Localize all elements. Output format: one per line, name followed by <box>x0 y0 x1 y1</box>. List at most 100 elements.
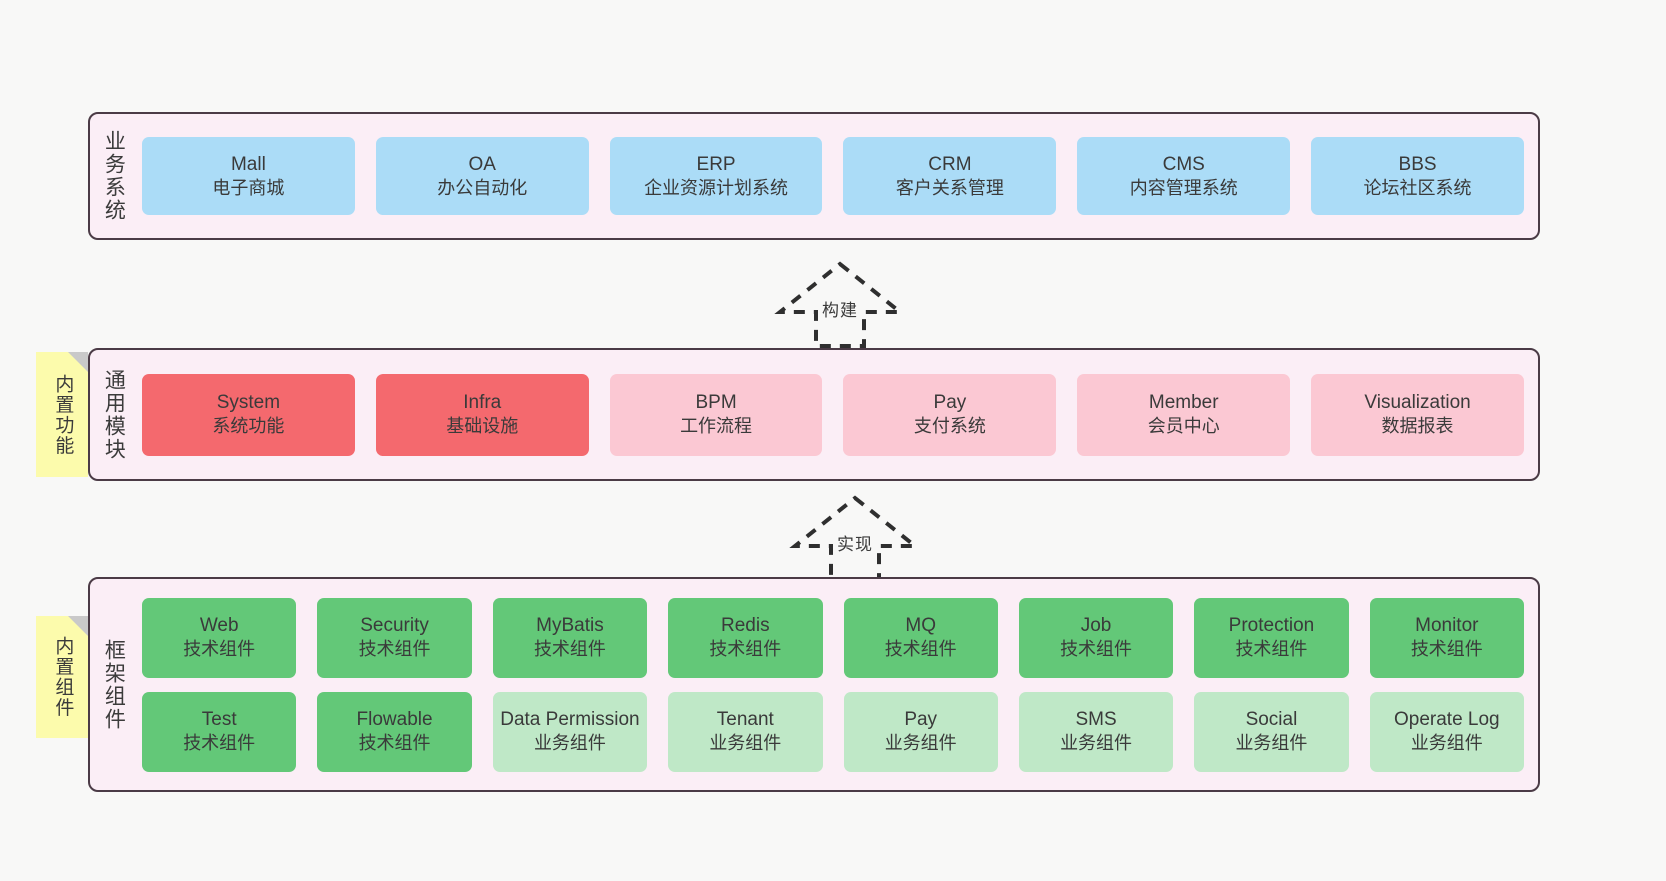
node-visualization-en: Visualization <box>1364 392 1471 414</box>
business-node-row: Mall 电子商城 OA 办公自动化 ERP 企业资源计划系统 CRM 客户关系… <box>142 137 1524 215</box>
node-data-permission-en: Data Permission <box>500 709 640 731</box>
node-cms-en: CMS <box>1162 153 1205 175</box>
node-visualization-cn: 数据报表 <box>1381 416 1454 437</box>
node-mall-en: Mall <box>230 153 266 175</box>
node-member-cn: 会员中心 <box>1147 416 1220 437</box>
node-member-en: Member <box>1148 392 1219 414</box>
note-builtin-component-label: 内置组件 <box>52 636 74 718</box>
node-tenant-cn: 业务组件 <box>709 733 782 754</box>
node-protection-cn: 技术组件 <box>1235 639 1308 660</box>
node-security[interactable]: Security 技术组件 <box>317 597 472 678</box>
node-test-en: Test <box>201 709 237 731</box>
node-pay-module[interactable]: Pay 支付系统 <box>843 373 1057 456</box>
node-test-cn: 技术组件 <box>183 733 256 754</box>
node-data-permission-cn: 业务组件 <box>533 733 606 754</box>
node-sms-cn: 业务组件 <box>1060 733 1133 754</box>
node-protection-en: Protection <box>1228 615 1315 637</box>
node-data-permission[interactable]: Data Permission 业务组件 <box>492 691 648 772</box>
node-flowable[interactable]: Flowable 技术组件 <box>317 691 472 772</box>
node-pay-module-en: Pay <box>933 392 967 414</box>
node-monitor-en: Monitor <box>1415 615 1479 637</box>
node-tenant-en: Tenant <box>716 709 774 731</box>
node-pay-component[interactable]: Pay 业务组件 <box>843 691 998 772</box>
node-operate-log[interactable]: Operate Log 业务组件 <box>1369 691 1524 772</box>
node-crm-en: CRM <box>928 153 972 175</box>
node-mybatis[interactable]: MyBatis 技术组件 <box>492 597 648 678</box>
node-web[interactable]: Web 技术组件 <box>142 597 297 678</box>
node-bpm[interactable]: BPM 工作流程 <box>609 373 823 456</box>
node-mq-en: MQ <box>905 615 936 637</box>
node-job-cn: 技术组件 <box>1060 639 1133 660</box>
node-system[interactable]: System 系统功能 <box>142 373 355 456</box>
node-oa-en: OA <box>468 153 496 175</box>
connector-build-label: 构建 <box>822 301 858 320</box>
node-mybatis-en: MyBatis <box>536 615 604 637</box>
node-crm-cn: 客户关系管理 <box>895 177 1004 198</box>
connector-implement-arrow: 实现 <box>775 492 935 584</box>
node-infra-cn: 基础设施 <box>446 416 519 437</box>
node-mybatis-cn: 技术组件 <box>533 639 606 660</box>
layer-framework-component: 框架组件 Web 技术组件 Security 技术组件 MyBatis 技术组件… <box>88 577 1540 792</box>
node-mall-cn: 电子商城 <box>212 177 285 198</box>
framework-business-row: Test 技术组件 Flowable 技术组件 Data Permission … <box>142 691 1524 772</box>
node-mall[interactable]: Mall 电子商城 <box>142 137 355 215</box>
layer-framework-title: 框架组件 <box>102 638 126 731</box>
node-monitor-cn: 技术组件 <box>1410 639 1483 660</box>
connector-implement-label: 实现 <box>837 535 873 554</box>
note-builtin-function: 内置功能 <box>36 352 88 477</box>
note-fold-corner-icon <box>68 352 88 372</box>
node-member[interactable]: Member 会员中心 <box>1077 373 1291 456</box>
note-builtin-function-label: 内置功能 <box>52 373 74 456</box>
node-test[interactable]: Test 技术组件 <box>142 691 297 772</box>
node-monitor[interactable]: Monitor 技术组件 <box>1369 597 1524 678</box>
node-tenant[interactable]: Tenant 业务组件 <box>668 691 823 772</box>
node-bbs[interactable]: BBS 论坛社区系统 <box>1311 137 1524 215</box>
note-fold-corner-icon <box>68 616 88 636</box>
node-job[interactable]: Job 技术组件 <box>1018 597 1174 678</box>
node-social-cn: 业务组件 <box>1235 733 1308 754</box>
node-social-en: Social <box>1245 709 1298 731</box>
node-social[interactable]: Social 业务组件 <box>1194 691 1349 772</box>
node-cms-cn: 内容管理系统 <box>1129 177 1238 198</box>
common-node-row: System 系统功能 Infra 基础设施 BPM 工作流程 Pay 支付系统… <box>142 373 1524 456</box>
node-protection[interactable]: Protection 技术组件 <box>1194 597 1349 678</box>
layer-business-body: Mall 电子商城 OA 办公自动化 ERP 企业资源计划系统 CRM 客户关系… <box>136 114 1538 238</box>
node-erp[interactable]: ERP 企业资源计划系统 <box>609 137 823 215</box>
node-bbs-en: BBS <box>1398 153 1437 175</box>
node-erp-cn: 企业资源计划系统 <box>644 177 789 198</box>
node-erp-en: ERP <box>696 153 736 175</box>
node-visualization[interactable]: Visualization 数据报表 <box>1311 373 1524 456</box>
node-mq[interactable]: MQ 技术组件 <box>843 597 998 678</box>
node-security-en: Security <box>360 615 429 637</box>
node-crm[interactable]: CRM 客户关系管理 <box>843 137 1057 215</box>
node-infra[interactable]: Infra 基础设施 <box>375 373 589 456</box>
node-oa[interactable]: OA 办公自动化 <box>375 137 589 215</box>
node-redis-cn: 技术组件 <box>709 639 782 660</box>
dashed-up-arrow-icon <box>774 261 906 348</box>
node-flowable-en: Flowable <box>356 709 433 731</box>
layer-framework-body: Web 技术组件 Security 技术组件 MyBatis 技术组件 Redi… <box>136 579 1538 790</box>
node-web-en: Web <box>199 615 239 637</box>
node-cms[interactable]: CMS 内容管理系统 <box>1077 137 1291 215</box>
node-pay-module-cn: 支付系统 <box>913 416 986 437</box>
node-operate-log-en: Operate Log <box>1393 709 1500 731</box>
node-oa-cn: 办公自动化 <box>437 177 528 198</box>
layer-business-title: 业务系统 <box>102 130 126 222</box>
node-job-en: Job <box>1080 615 1112 637</box>
framework-tech-row: Web 技术组件 Security 技术组件 MyBatis 技术组件 Redi… <box>142 597 1524 678</box>
note-builtin-component: 内置组件 <box>36 616 88 738</box>
node-redis-en: Redis <box>721 615 770 637</box>
node-sms[interactable]: SMS 业务组件 <box>1018 691 1174 772</box>
node-sms-en: SMS <box>1075 709 1117 731</box>
node-redis[interactable]: Redis 技术组件 <box>668 597 823 678</box>
node-flowable-cn: 技术组件 <box>358 733 431 754</box>
node-bpm-en: BPM <box>695 392 737 414</box>
node-bpm-cn: 工作流程 <box>680 416 753 437</box>
node-operate-log-cn: 业务组件 <box>1410 733 1483 754</box>
node-system-cn: 系统功能 <box>212 416 285 437</box>
node-pay-component-en: Pay <box>904 709 938 731</box>
layer-common-body: System 系统功能 Infra 基础设施 BPM 工作流程 Pay 支付系统… <box>136 350 1538 479</box>
node-system-en: System <box>216 392 281 414</box>
layer-common-module: 通用模块 System 系统功能 Infra 基础设施 BPM 工作流程 Pay… <box>88 348 1540 481</box>
node-mq-cn: 技术组件 <box>884 639 957 660</box>
